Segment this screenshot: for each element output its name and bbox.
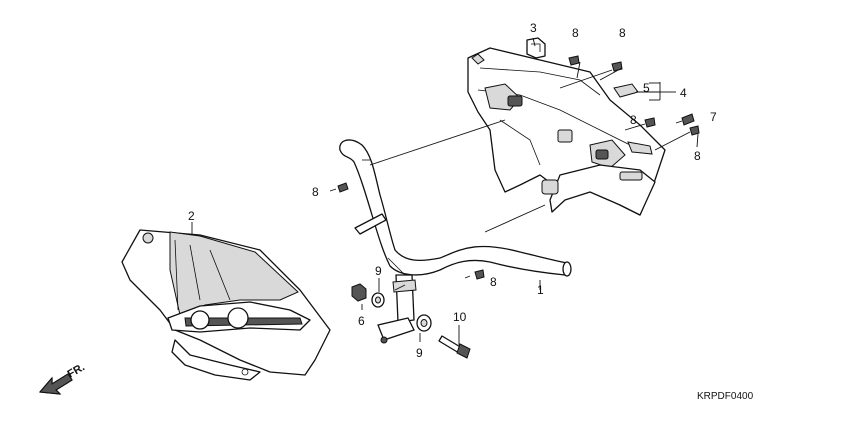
- callout-8-center: 8: [490, 275, 497, 289]
- screw-part-8-e: [644, 117, 656, 128]
- front-handlebar-cover-part-2: [121, 229, 331, 381]
- callout-8-left: 8: [312, 185, 319, 199]
- nut-part-6: [351, 283, 367, 302]
- screw-part-8-b: [464, 269, 485, 280]
- callout-8-mid: 8: [630, 113, 637, 127]
- callout-9-upper: 9: [375, 264, 382, 278]
- clip-part-3: [526, 37, 546, 59]
- callout-2: 2: [188, 209, 195, 223]
- emblem-part-5: [613, 83, 639, 98]
- screw-part-8-f: [689, 125, 700, 136]
- callout-6: 6: [358, 314, 365, 328]
- diagram-code: KRPDF0400: [697, 391, 754, 402]
- callout-1: 1: [537, 283, 544, 297]
- callout-labels: 1 2 3 4 5 6 7 8 8 8 8 8 8 9 9 10: [188, 21, 717, 360]
- washer-part-9-left: [371, 292, 385, 308]
- washer-part-9-bottom: [416, 314, 432, 332]
- screw-part-8-c: [568, 55, 580, 66]
- front-direction-arrow: FR.: [38, 361, 87, 395]
- callout-8-right: 8: [694, 149, 701, 163]
- callout-4: 4: [680, 86, 687, 100]
- screw-part-8-d: [611, 61, 623, 72]
- bolt-part-10: [438, 335, 471, 359]
- screw-part-8-a: [329, 182, 349, 193]
- assembly-lines: [191, 37, 699, 345]
- callout-9-lower: 9: [416, 346, 423, 360]
- screw-part-7: [675, 113, 695, 126]
- front-label: FR.: [66, 361, 87, 380]
- callout-10: 10: [453, 310, 467, 324]
- handlebar-pipe-part-1: [339, 139, 572, 344]
- callout-8-top-a: 8: [572, 26, 579, 40]
- callout-8-top-b: 8: [619, 26, 626, 40]
- rear-handlebar-cover: [467, 47, 666, 216]
- callout-7: 7: [710, 110, 717, 124]
- callout-3: 3: [530, 21, 537, 35]
- callout-5: 5: [643, 81, 650, 95]
